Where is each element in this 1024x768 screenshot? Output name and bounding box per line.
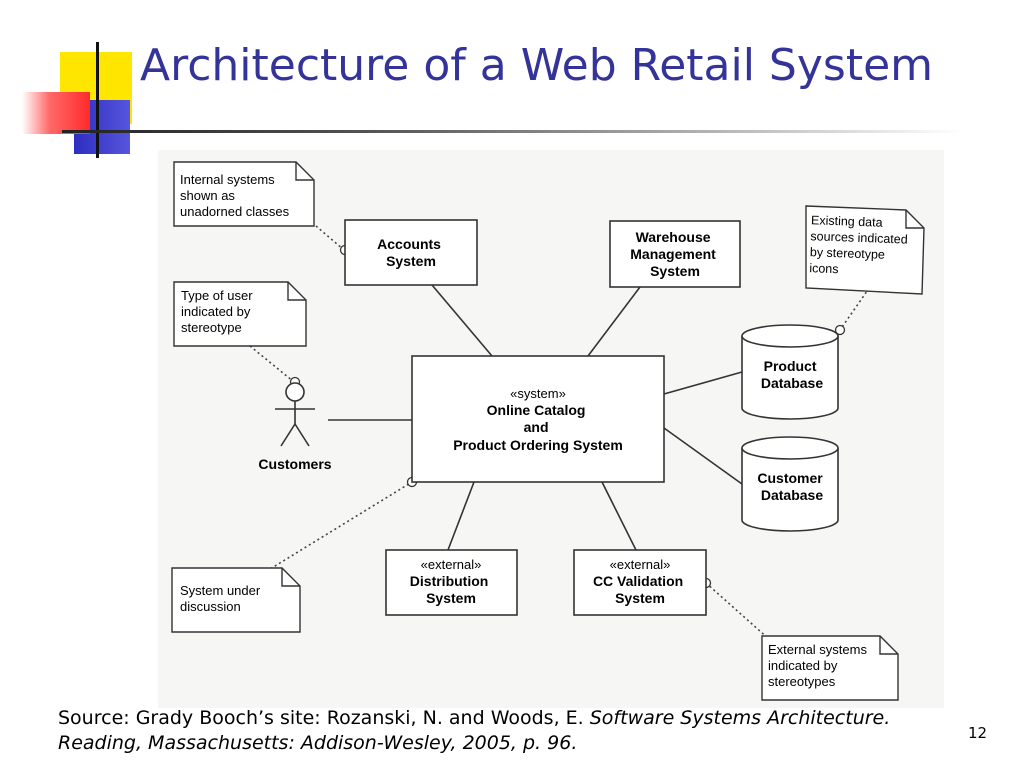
note-internal-fold [295,162,314,181]
anchor-internal-note [315,225,345,251]
note-datasource-line-1: Existing data [811,213,883,229]
note-datasource-fold [905,210,924,229]
svg-text:Customer Database: Customer Database [757,470,826,503]
accounts-line-2: System [386,253,436,269]
note-datasource-line-3: by stereotype [810,245,886,262]
note-underdiscussion-fold [281,568,300,587]
svg-text:System under discussion: System under discussion [180,583,264,614]
productdb-line-1: Product [764,358,817,374]
page-number: 12 [968,724,988,742]
svg-text:Internal systems shown as: Internal systems shown as unadorned clas… [180,172,290,219]
note-underdiscussion-shape [171,567,301,633]
central-line-3: Product Ordering System [453,437,623,453]
anchor-datasource-note [839,283,873,331]
central-line-1: Online Catalog [487,402,586,418]
note-internal-shape [173,161,315,227]
note-underdiscussion-line-1: System under [180,583,261,598]
cc-line-1: CC Validation [593,573,683,589]
customerdb-line-1: Customer [757,470,823,486]
distribution-line-1: Distribution [410,573,489,589]
distribution-line-2: System [426,590,476,606]
svg-text:Online Catalog and Pro: Online Catalog and Product Ordering Syst… [453,402,623,453]
accounts-line-1: Accounts [377,236,441,252]
source-citation: Source: Grady Booch’s site: Rozanski, N.… [58,706,928,756]
note-external-fold [879,636,898,655]
productdb-line-2: Database [761,375,823,391]
accounts-system-box [344,219,478,286]
anchor-external-note [705,582,771,641]
note-datasource-shape [805,205,925,295]
svg-text:CC Validation System: CC Validation System [593,573,687,606]
distribution-stereotype: «external» [421,557,482,572]
central-line-2: and [524,419,549,435]
note-usertype-fold [287,282,306,301]
warehouse-line-2: Management [630,246,716,262]
link-accounts-central [431,284,493,357]
note-usertype-line-3: stereotype [181,320,242,335]
note-underdiscussion-line-2: discussion [180,599,241,614]
note-usertype-line-2: indicated by [181,304,251,319]
note-internal-line-3: unadorned classes [180,204,290,219]
note-usertype-shape [173,281,307,347]
note-datasource-line-2: sources indicated [810,229,908,246]
link-central-productdb [663,371,743,395]
svg-text:External systems indicated: External systems indicated by stereotype… [768,642,871,689]
deco-vertical-line [96,42,99,158]
source-italic: Software Systems Architecture. Reading, … [58,707,891,754]
note-usertype-line-1: Type of user [181,288,253,303]
anchor-dot-productdb [834,324,846,336]
anchor-underdiscussion-note [261,481,413,575]
cc-validation-box [573,549,707,616]
svg-text:Distribution System: Distribution System [410,573,492,606]
customer-database-cylinder [741,436,839,532]
source-prefix: Source: Grady Booch’s site: Rozanski, N.… [58,707,590,729]
distribution-system-box [385,549,518,616]
warehouse-system-box [609,220,741,288]
link-central-distribution [447,481,475,551]
link-central-cc [601,481,637,551]
warehouse-line-3: System [650,263,700,279]
cc-line-2: System [615,590,665,606]
svg-text:Type of user indicated by: Type of user indicated by stereotype [181,288,256,335]
svg-text:Warehouse Management S: Warehouse Management System [630,229,719,279]
link-warehouse-central [587,286,641,357]
deco-red-square [22,92,90,134]
note-external-line-2: indicated by [768,658,838,673]
svg-text:Product Database: Product Database [761,358,823,391]
note-datasource-line-4: icons [809,261,839,276]
note-internal-line-1: Internal systems [180,172,275,187]
customers-label: Customers [258,456,331,472]
product-database-cylinder [741,324,839,420]
slide-title: Architecture of a Web Retail System [140,40,934,91]
customer-actor-icon [275,382,315,447]
note-external-line-3: stereotypes [768,674,836,689]
link-central-customerdb [663,427,743,485]
customerdb-line-2: Database [761,487,823,503]
note-external-shape [761,635,899,701]
note-internal-line-2: shown as [180,188,235,203]
warehouse-line-1: Warehouse [636,229,711,245]
cc-stereotype: «external» [610,557,671,572]
central-system-box [411,355,665,483]
note-external-line-1: External systems [768,642,867,657]
svg-text:Existing data sources indi: Existing data sources indicated by stere… [809,213,912,278]
svg-text:Accounts System: Accounts System [377,236,445,269]
central-stereotype: «system» [510,386,566,401]
title-underline [62,130,962,133]
